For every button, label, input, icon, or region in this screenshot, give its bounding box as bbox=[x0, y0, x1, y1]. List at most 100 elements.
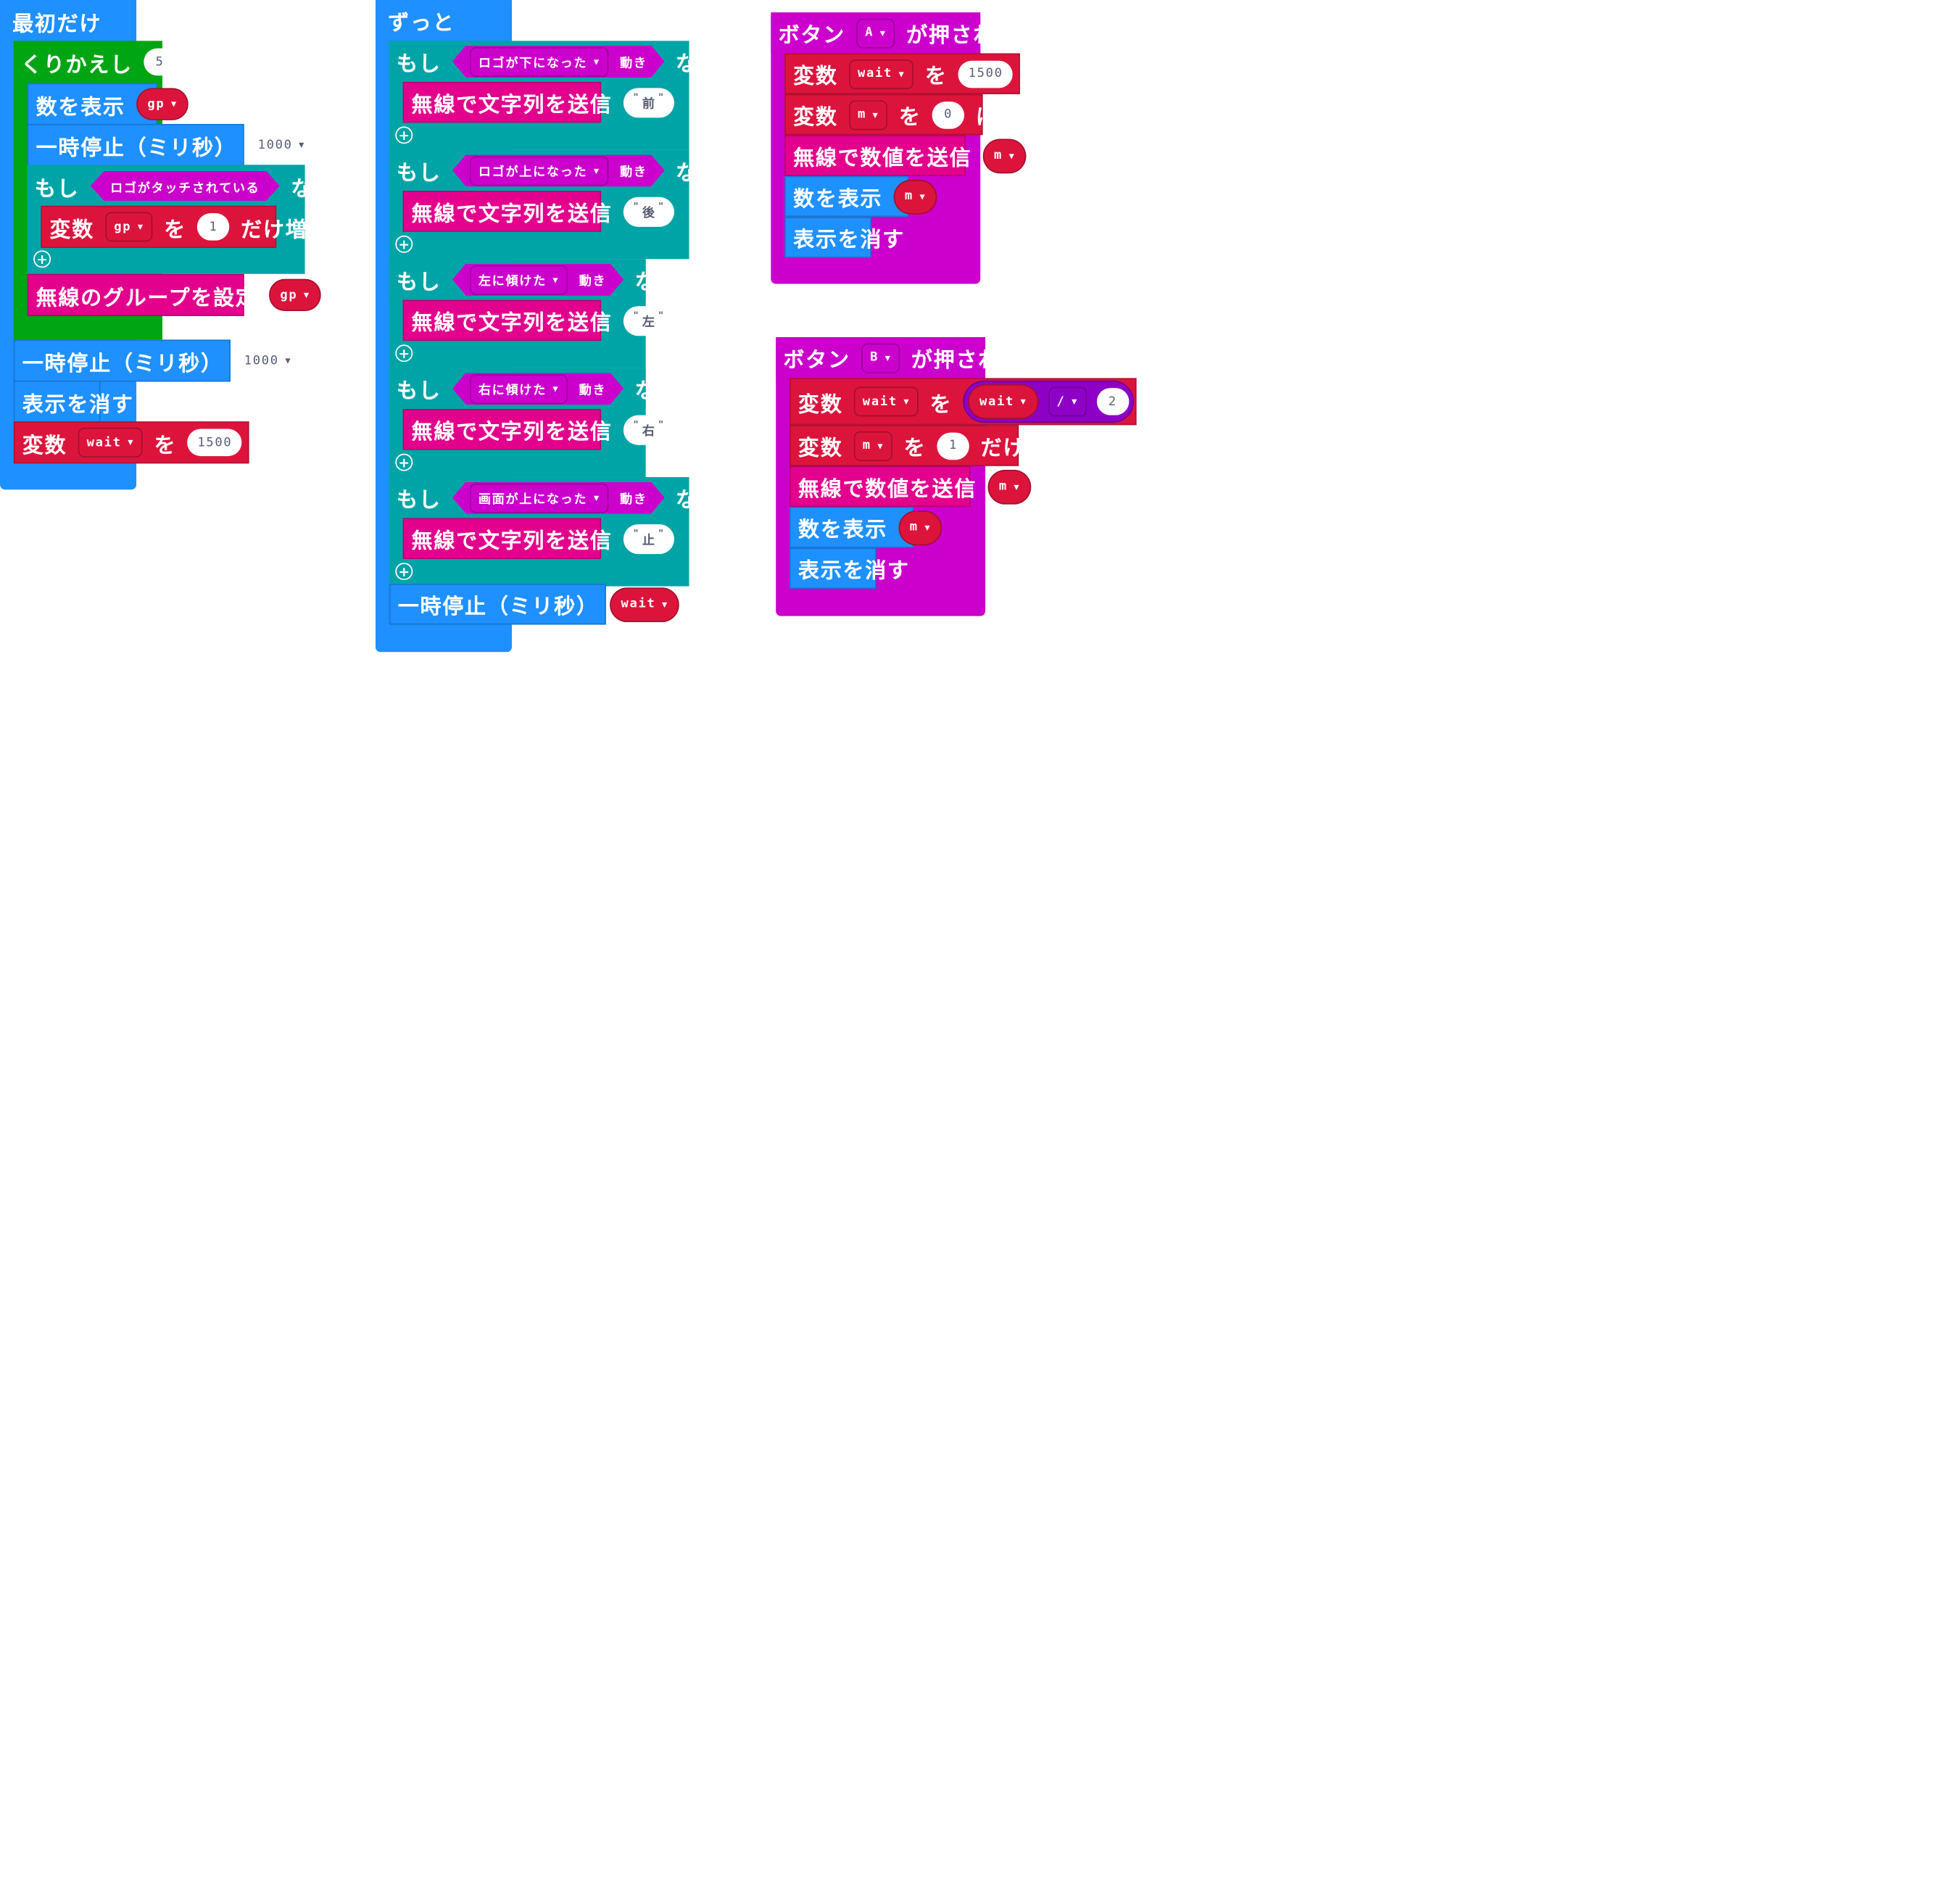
divide-operation[interactable]: wait▼ /▼ 2 bbox=[963, 380, 1134, 423]
on-start-hat[interactable]: 最初だけ bbox=[0, 0, 137, 43]
change-var-block[interactable]: 変数 gp▼ を 1 だけ増やす bbox=[41, 205, 351, 248]
change-suffix: だけ増やす bbox=[980, 436, 1093, 461]
var-wait-reporter[interactable]: wait▼ bbox=[610, 587, 680, 622]
var-wait-dropdown[interactable]: wait▼ bbox=[849, 59, 914, 89]
var-wait-dropdown[interactable]: wait▼ bbox=[853, 386, 919, 417]
pause-block[interactable]: 一時停止（ミリ秒） wait▼ bbox=[389, 584, 680, 625]
button-a-dropdown[interactable]: A▼ bbox=[856, 17, 895, 48]
send-string-block[interactable]: 無線で文字列を送信"止" bbox=[402, 518, 675, 559]
send-string-block[interactable]: 無線で文字列を送信 "後" bbox=[402, 191, 675, 232]
if-label: もし bbox=[397, 161, 442, 186]
set-suffix: にする bbox=[1145, 392, 1212, 418]
to-label: を bbox=[154, 433, 177, 458]
if-gesture-header[interactable]: もし画面が上になった▼動きなら bbox=[389, 477, 719, 518]
if-gesture-header[interactable]: もしロゴが上になった▼動きなら bbox=[389, 149, 719, 191]
set-value-input[interactable]: 1500 bbox=[187, 429, 243, 457]
if-header[interactable]: もし ロゴがタッチされている なら bbox=[27, 165, 334, 207]
add-branch-icon[interactable]: + bbox=[395, 453, 413, 471]
gesture-condition[interactable]: 左に傾けた▼動き bbox=[452, 263, 624, 295]
pause-block[interactable]: 一時停止（ミリ秒） 1000▼ bbox=[13, 339, 302, 382]
chevron-down-icon: ▼ bbox=[1072, 397, 1079, 407]
set-var-block[interactable]: 変数 wait▼ を wait▼ /▼ 2 にする bbox=[789, 378, 1211, 426]
var-m-reporter[interactable]: m▼ bbox=[898, 510, 942, 545]
button-b-hat[interactable]: ボタン B▼ が押されたとき bbox=[776, 336, 1066, 378]
send-string-label: 無線で文字列を送信 bbox=[411, 420, 613, 445]
chevron-down-icon: ▼ bbox=[884, 352, 892, 363]
var-wait-dropdown[interactable]: wait▼ bbox=[78, 427, 144, 458]
set-value-input[interactable]: 0 bbox=[932, 101, 965, 128]
clear-screen-block[interactable]: 表示を消す bbox=[789, 547, 908, 589]
gesture-text: ロゴが上になった bbox=[478, 166, 588, 180]
var-gp-reporter[interactable]: gp▼ bbox=[136, 88, 189, 120]
show-number-block[interactable]: 数を表示 m▼ bbox=[784, 175, 937, 218]
set-var-block[interactable]: 変数 wait▼ を 1500 にする bbox=[13, 421, 319, 464]
send-string-block[interactable]: 無線で文字列を送信"前" bbox=[402, 81, 675, 123]
add-branch-icon[interactable]: + bbox=[395, 344, 413, 363]
var-m-dropdown[interactable]: m▼ bbox=[853, 431, 893, 461]
gesture-dropdown[interactable]: ロゴが上になった▼ bbox=[470, 156, 609, 186]
repeat-header[interactable]: くりかえし 5 回 bbox=[13, 41, 208, 83]
message-string-input[interactable]: "左" bbox=[623, 305, 675, 336]
if-gesture-header[interactable]: もし左に傾けた▼動きなら bbox=[389, 259, 678, 300]
if-gesture-header[interactable]: もし右に傾けた▼動きなら bbox=[389, 368, 678, 410]
change-var-block[interactable]: 変数 m▼ を 1 だけ増やす bbox=[789, 425, 1091, 466]
message-text: 左 bbox=[642, 315, 656, 330]
button-label-post: が押されたとき bbox=[906, 23, 1063, 49]
send-number-block[interactable]: 無線で数値を送信 m▼ bbox=[789, 465, 1032, 508]
var-gp-dropdown[interactable]: gp▼ bbox=[105, 212, 153, 242]
show-number-block[interactable]: 数を表示 m▼ bbox=[789, 507, 942, 548]
set-var-block[interactable]: 変数 m▼ を 0 にする bbox=[784, 94, 1042, 136]
gesture-dropdown[interactable]: 画面が上になった▼ bbox=[470, 483, 609, 513]
pause-value-dropdown[interactable]: 1000▼ bbox=[234, 347, 302, 375]
set-var-block[interactable]: 変数 wait▼ を 1500 にする bbox=[784, 53, 1090, 94]
message-string-input[interactable]: "前" bbox=[623, 87, 675, 117]
pause-value-dropdown[interactable]: 1000▼ bbox=[247, 131, 315, 159]
gesture-condition[interactable]: 画面が上になった▼動き bbox=[452, 481, 665, 513]
message-text: 前 bbox=[642, 98, 656, 112]
var-m-text: m bbox=[862, 439, 871, 452]
send-string-block[interactable]: 無線で文字列を送信 "右" bbox=[402, 409, 675, 450]
change-amount-input[interactable]: 1 bbox=[197, 213, 230, 241]
repeat-count-input[interactable]: 5 bbox=[144, 48, 176, 76]
send-string-block[interactable]: 無線で文字列を送信"左" bbox=[402, 299, 675, 342]
send-string-label: 無線で文字列を送信 bbox=[411, 202, 613, 227]
gesture-condition[interactable]: 右に傾けた▼動き bbox=[452, 373, 624, 405]
logo-touched-condition[interactable]: ロゴがタッチされている bbox=[91, 171, 280, 201]
button-b-dropdown[interactable]: B▼ bbox=[861, 342, 900, 373]
gesture-dropdown[interactable]: 左に傾けた▼ bbox=[470, 265, 568, 294]
gesture-dropdown[interactable]: 右に傾けた▼ bbox=[470, 373, 568, 403]
var-m-reporter[interactable]: m▼ bbox=[982, 138, 1027, 173]
clear-screen-block[interactable]: 表示を消す bbox=[13, 380, 133, 423]
forever-hat[interactable]: ずっと bbox=[375, 0, 513, 41]
var-wait-reporter[interactable]: wait▼ bbox=[968, 384, 1038, 419]
button-a-hat[interactable]: ボタン A▼ が押されたとき bbox=[771, 12, 1061, 54]
var-m-reporter[interactable]: m▼ bbox=[987, 469, 1032, 504]
add-branch-icon[interactable]: + bbox=[33, 250, 51, 268]
message-string-input[interactable]: "右" bbox=[623, 414, 675, 444]
if-gesture-header[interactable]: もしロゴが下になった▼動きなら bbox=[389, 41, 719, 82]
var-label: 変数 bbox=[793, 64, 838, 90]
message-string-input[interactable]: "止" bbox=[623, 523, 675, 554]
var-m-text: m bbox=[904, 189, 914, 204]
repeat-suffix: 回 bbox=[187, 52, 210, 78]
gesture-dropdown[interactable]: ロゴが下になった▼ bbox=[470, 46, 609, 76]
radio-group-block[interactable]: 無線のグループを設定 gp▼ bbox=[27, 273, 322, 316]
gesture-condition[interactable]: ロゴが上になった▼動き bbox=[452, 154, 665, 186]
message-string-input[interactable]: "後" bbox=[623, 196, 675, 226]
var-gp-reporter[interactable]: gp▼ bbox=[268, 278, 322, 312]
gesture-condition[interactable]: ロゴが下になった▼動き bbox=[452, 45, 665, 77]
send-number-block[interactable]: 無線で数値を送信 m▼ bbox=[784, 135, 1027, 176]
change-amount-input[interactable]: 1 bbox=[937, 431, 970, 460]
divisor-input[interactable]: 2 bbox=[1096, 388, 1130, 415]
show-number-block[interactable]: 数を表示 gp▼ bbox=[27, 83, 189, 125]
add-branch-icon[interactable]: + bbox=[395, 563, 413, 581]
add-branch-icon[interactable]: + bbox=[395, 235, 413, 253]
var-m-reporter[interactable]: m▼ bbox=[893, 179, 937, 214]
clear-screen-block[interactable]: 表示を消す bbox=[784, 217, 903, 258]
pause-block[interactable]: 一時停止（ミリ秒） 1000▼ bbox=[27, 123, 315, 167]
operator-dropdown[interactable]: /▼ bbox=[1048, 386, 1088, 417]
var-m-dropdown[interactable]: m▼ bbox=[849, 99, 888, 130]
add-branch-icon[interactable]: + bbox=[395, 126, 413, 144]
set-value-input[interactable]: 1500 bbox=[958, 59, 1014, 88]
